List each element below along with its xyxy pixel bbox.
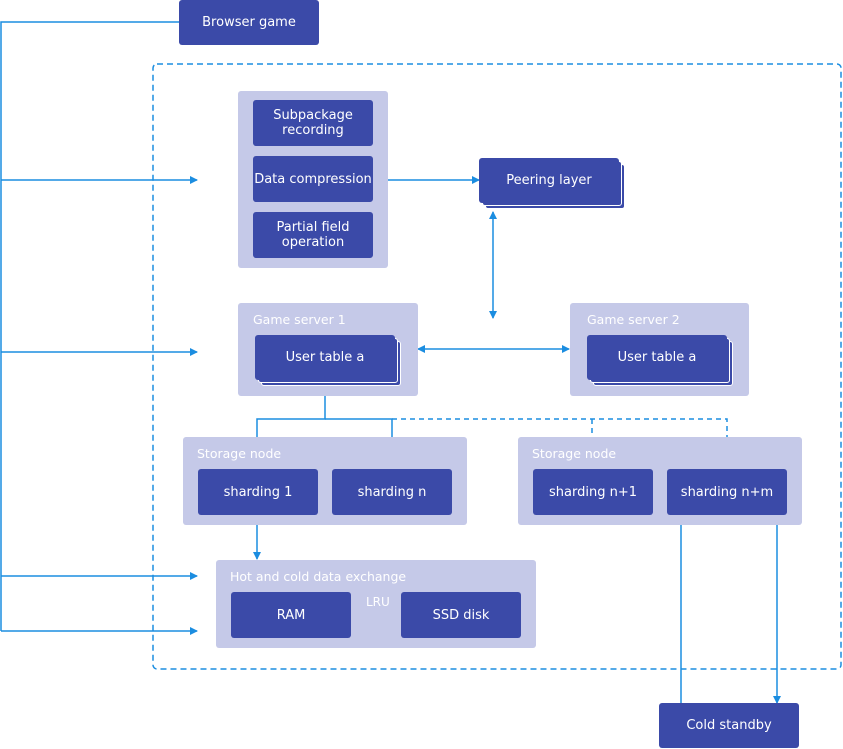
sharding-n1-node: sharding n+1 [533, 469, 653, 515]
sharding-n-label: sharding n [357, 484, 427, 500]
subpackage-recording-label: Subpackage recording [273, 108, 353, 138]
sharding-nm-label: sharding n+m [680, 484, 774, 500]
sharding-nm-node: sharding n+m [667, 469, 787, 515]
system-boundary [152, 63, 842, 670]
hot-cold-title: Hot and cold data exchange [230, 569, 407, 584]
sharding-1-label: sharding 1 [223, 484, 293, 500]
game-server-1-title: Game server 1 [253, 312, 346, 327]
server-to-shards-dashed [392, 418, 731, 469]
browser-game-label: Browser game [202, 15, 296, 30]
user-table-2-node: User table a [587, 335, 727, 380]
storage-node-2-title: Storage node [532, 446, 617, 461]
sharding-1-node: sharding 1 [198, 469, 318, 515]
storage-node-1-title: Storage node [197, 446, 282, 461]
cold-standby-label: Cold standby [686, 718, 772, 733]
browser-game-node: Browser game [179, 0, 319, 45]
partial-field-operation-node: Partial field operation [253, 212, 373, 258]
ram-node: RAM [231, 592, 351, 638]
peering-layer-node: Peering layer [479, 158, 619, 203]
game-server-2-title: Game server 2 [587, 312, 680, 327]
ssd-disk-label: SSD disk [432, 607, 490, 623]
sharding-n-node: sharding n [332, 469, 452, 515]
ssd-disk-node: SSD disk [401, 592, 521, 638]
sharding-n1-label: sharding n+1 [549, 484, 637, 500]
partial-field-operation-label: Partial field operation [276, 220, 350, 250]
user-table-1-node: User table a [255, 335, 395, 380]
subpackage-recording-node: Subpackage recording [253, 100, 373, 146]
user-table-2-label: User table a [617, 350, 697, 365]
ram-label: RAM [276, 607, 306, 623]
cold-standby-node: Cold standby [659, 703, 799, 748]
browser-feed-bus [0, 21, 179, 631]
lru-label: LRU [366, 595, 390, 609]
user-table-1-label: User table a [285, 350, 365, 365]
data-compression-node: Data compression [253, 156, 373, 202]
peering-layer-label: Peering layer [506, 173, 592, 188]
data-compression-label: Data compression [254, 171, 372, 187]
